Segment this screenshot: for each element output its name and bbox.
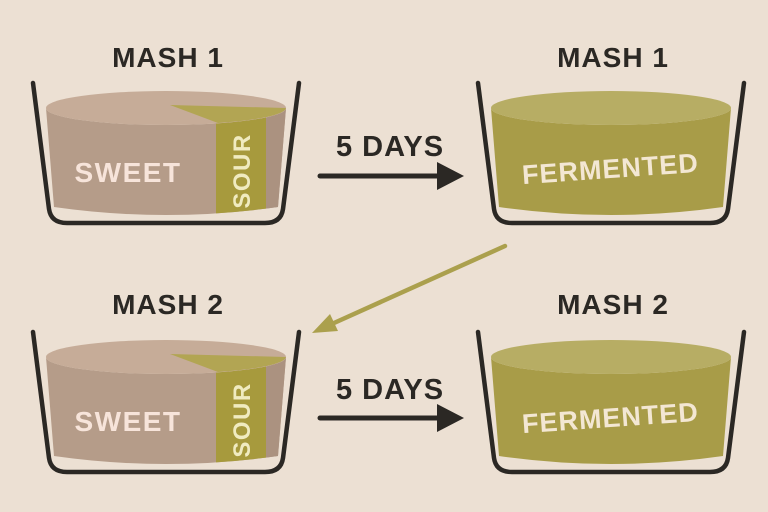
fermented-mash-side xyxy=(491,108,731,215)
sour-mash-wedge xyxy=(170,105,286,123)
mash1-ferment-arrow-label: 5 DAYS xyxy=(336,131,444,163)
mash2-start-bowl: SWEET SOUR xyxy=(30,329,302,475)
mash1-ferment-arrow: 5 DAYS xyxy=(317,131,464,190)
bowl-outline xyxy=(475,80,747,226)
sour-mash-wedge xyxy=(170,354,286,372)
mash2-start-title: MASH 2 xyxy=(112,289,224,320)
bowl-outline xyxy=(475,329,747,475)
mash2-start-cylinder-side xyxy=(46,357,286,464)
fermented-mash-side xyxy=(491,357,731,464)
sour-label: SOUR xyxy=(229,133,256,208)
transfer-arrow-shaft xyxy=(331,243,508,326)
mash1-start-title: MASH 1 xyxy=(112,42,224,73)
sour-mash-band xyxy=(216,108,266,215)
mash1-fermented-bowl: FERMENTED xyxy=(475,80,747,226)
mash2-ferment-arrow: 5 DAYS xyxy=(317,374,464,432)
transfer-arrow-head-icon xyxy=(312,314,338,333)
bowl-outline xyxy=(30,329,302,475)
sweet-label: SWEET xyxy=(74,157,181,188)
fermented-mash-top xyxy=(491,340,731,374)
sour-mash-band xyxy=(216,357,266,464)
mash2-fermented-title: MASH 2 xyxy=(557,289,669,320)
sour-label: SOUR xyxy=(229,382,256,457)
mash2-fermented-bowl: FERMENTED xyxy=(475,329,747,475)
right-arrow-head-icon xyxy=(437,162,464,190)
mash1-fermented-title: MASH 1 xyxy=(557,42,669,73)
right-arrow-head-icon xyxy=(437,404,464,432)
mash1-start-bowl: SWEET SOUR xyxy=(30,80,302,226)
sour-transfer-arrow xyxy=(312,243,508,333)
fermented-mash-top xyxy=(491,91,731,125)
mash2-ferment-arrow-label: 5 DAYS xyxy=(336,374,444,406)
bowl-outline xyxy=(30,80,302,226)
sweet-label: SWEET xyxy=(74,406,181,437)
mash1-start-cylinder-side xyxy=(46,108,286,215)
